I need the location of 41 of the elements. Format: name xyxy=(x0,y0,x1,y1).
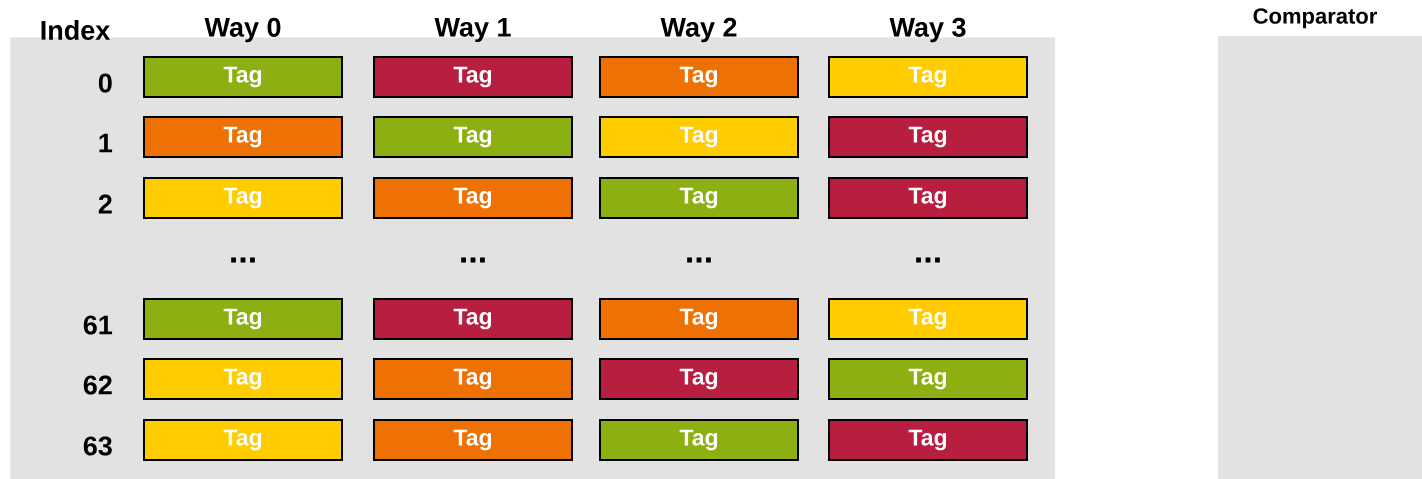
column-heading: Way 0 xyxy=(204,17,281,43)
tag-box: Tag xyxy=(599,116,799,158)
tag-box: Tag xyxy=(599,298,799,340)
row-index: 2 xyxy=(98,194,112,214)
tag-box: Tag xyxy=(143,298,343,340)
tag-box: Tag xyxy=(373,298,573,340)
column-heading: Way 1 xyxy=(434,17,511,43)
tag-box: Tag xyxy=(599,177,799,219)
tag-box: Tag xyxy=(373,56,573,98)
tag-box: Tag xyxy=(828,116,1028,158)
tag-box: Tag xyxy=(143,419,343,461)
row-index: 62 xyxy=(83,375,112,395)
tag-box: Tag xyxy=(828,358,1028,400)
ellipsis: ... xyxy=(916,257,940,263)
tag-box: Tag xyxy=(373,116,573,158)
tag-box: Tag xyxy=(373,358,573,400)
column-heading: Index xyxy=(41,20,111,40)
tag-box: Tag xyxy=(599,419,799,461)
ellipsis: ... xyxy=(687,257,711,263)
ellipsis: ... xyxy=(461,257,485,263)
tag-box: Tag xyxy=(143,358,343,400)
tag-box: Tag xyxy=(143,116,343,158)
node-label: Comparator xyxy=(1253,8,1377,29)
tag-box: Tag xyxy=(599,358,799,400)
ellipsis: ... xyxy=(231,257,255,263)
row-index: 1 xyxy=(99,133,113,153)
tag-box: Tag xyxy=(143,177,343,219)
tag-box: Tag xyxy=(143,56,343,98)
tag-box: Tag xyxy=(373,419,573,461)
tag-box: Tag xyxy=(828,56,1028,98)
tag-box: Tag xyxy=(828,177,1028,219)
comparator-panel: Comparator xyxy=(1218,8,1422,479)
row-index: 61 xyxy=(83,315,113,335)
column-heading: Way 3 xyxy=(889,17,966,43)
tag-box: Tag xyxy=(599,56,799,98)
column-heading: Way 2 xyxy=(660,17,737,43)
row-index: 63 xyxy=(83,436,112,456)
row-index: 0 xyxy=(98,73,112,93)
tag-box: Tag xyxy=(828,419,1028,461)
tag-box: Tag xyxy=(373,177,573,219)
tag-box: Tag xyxy=(828,298,1028,340)
